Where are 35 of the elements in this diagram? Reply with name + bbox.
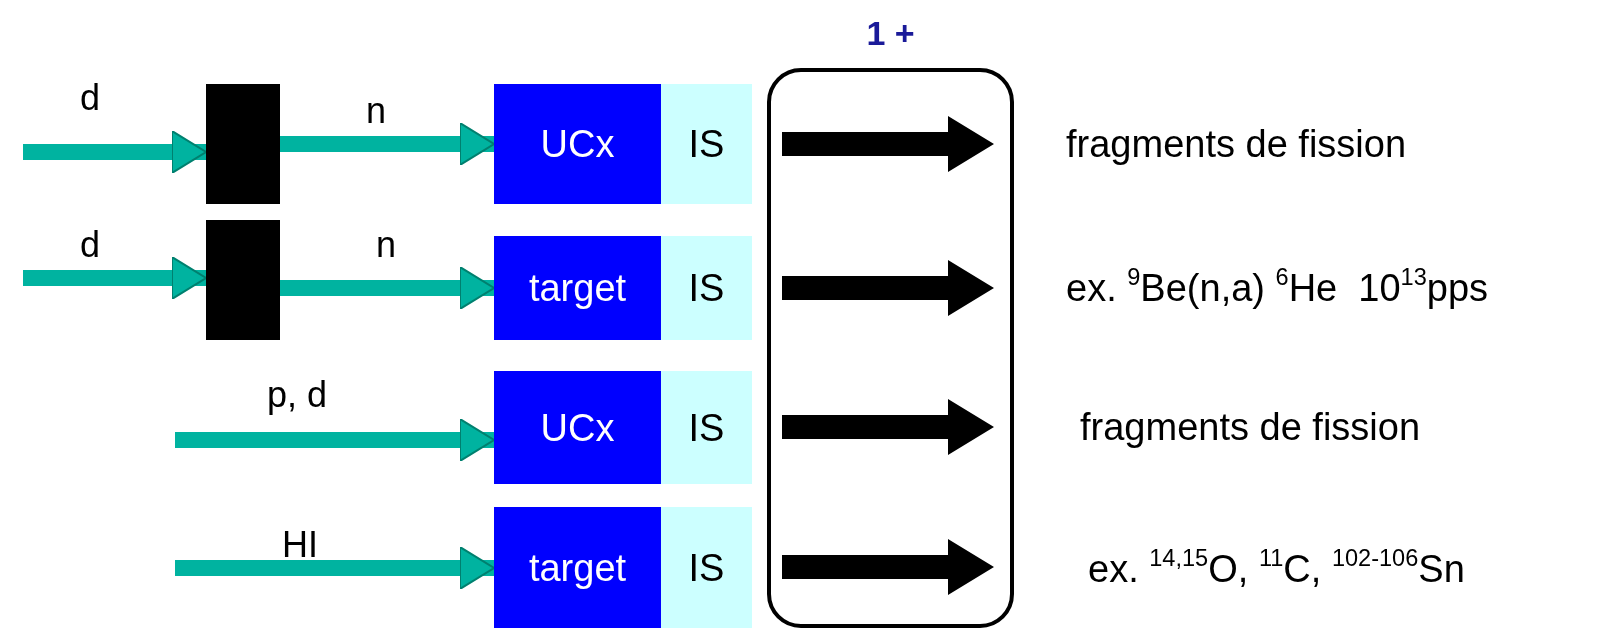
block-label: UCx <box>540 125 615 163</box>
product-description: fragments de fission <box>1080 408 1421 446</box>
particle-arrow <box>280 122 495 166</box>
particle-arrow <box>280 266 495 310</box>
product-description: fragments de fission <box>1066 125 1407 163</box>
ion-source-block <box>661 236 752 340</box>
target-block <box>494 507 661 628</box>
edge-label: d <box>80 80 100 116</box>
edge-label: n <box>366 93 386 129</box>
block-label: target <box>528 548 627 587</box>
edge-label: p, d <box>267 377 327 413</box>
particle-arrow <box>175 546 495 590</box>
ion-source-block <box>661 507 752 628</box>
target-block <box>494 84 661 204</box>
product-description: ex. $^{9}$Be(n,a) $^{6}$He 10$^{13}$pps <box>1066 269 1489 307</box>
target-block <box>494 236 661 340</box>
block-label: IS <box>688 408 725 447</box>
ion-source-block <box>661 84 752 204</box>
block-label: target <box>528 269 627 307</box>
edge-label: HI <box>282 527 318 563</box>
converter-block <box>206 220 280 340</box>
block-label: IS <box>688 269 725 307</box>
ion-source-block <box>661 371 752 484</box>
edge-label: n <box>376 227 396 263</box>
edge-label: d <box>80 227 100 263</box>
converter-block <box>206 84 280 204</box>
particle-arrow <box>175 418 495 462</box>
product-description: ex. $^{14,15}$O, $^{11}$C, $^{102-106}$Sn <box>1088 550 1465 588</box>
block-label: IS <box>688 548 725 587</box>
target-block <box>494 371 661 484</box>
frame-heading: 1 + <box>866 16 915 50</box>
block-label: UCx <box>540 408 615 447</box>
block-label: IS <box>688 125 725 163</box>
particle-arrow <box>23 130 207 174</box>
particle-arrow <box>23 256 207 300</box>
